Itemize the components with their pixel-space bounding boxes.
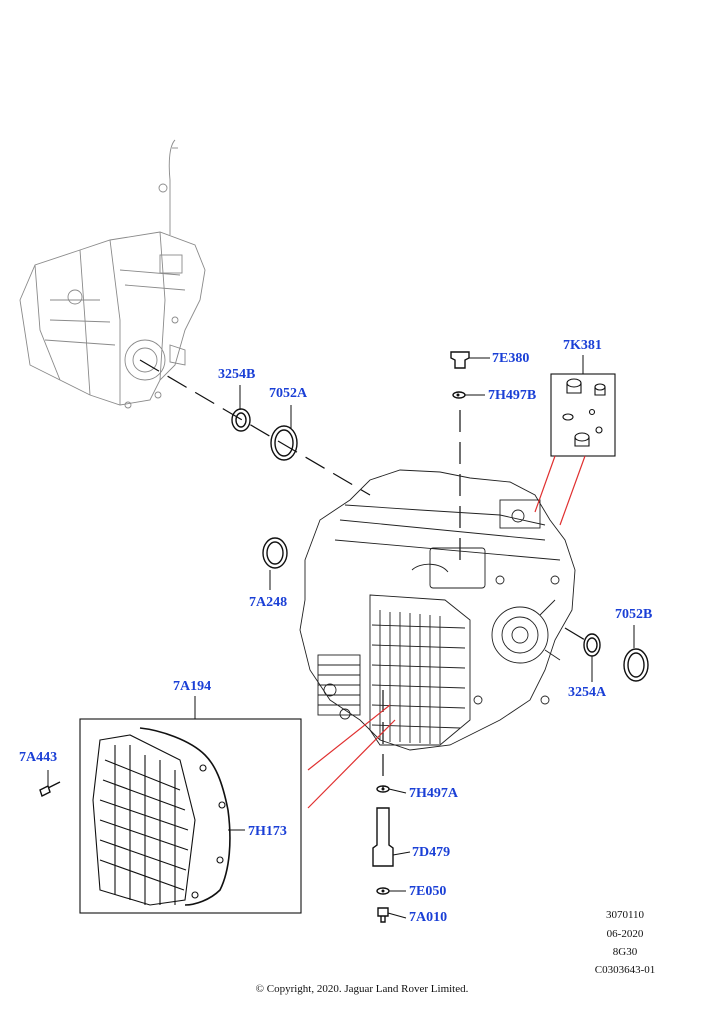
7D479-tube [372, 807, 394, 867]
meta-line-1: 3070110 [605, 909, 645, 921]
callout-7A443[interactable]: 7A443 [19, 750, 58, 765]
3254B-ring [231, 408, 251, 432]
7K381-kit-box [550, 373, 616, 457]
callout-7052B[interactable]: 7052B [615, 607, 653, 622]
vent-clip [381, 393, 460, 893]
callout-7K381[interactable]: 7K381 [563, 338, 602, 353]
callout-7H497A[interactable]: 7H497A [409, 786, 458, 801]
callout-7A010[interactable]: 7A010 [409, 910, 448, 925]
copyright-notice: © Copyright, 2020. Jaguar Land Rover Lim… [255, 983, 469, 995]
callout-7H173[interactable]: 7H173 [248, 824, 287, 839]
callout-7A248[interactable]: 7A248 [249, 595, 288, 610]
red-leaders [307, 455, 586, 809]
callout-3254A[interactable]: 3254A [568, 685, 607, 700]
7A194-pan-box [79, 718, 302, 914]
callout-7E050[interactable]: 7E050 [409, 884, 447, 899]
callout-7E380[interactable]: 7E380 [492, 351, 530, 366]
transfer-case-ghost [19, 139, 206, 409]
7A248-seal [262, 537, 288, 569]
7052A-seal [270, 425, 298, 461]
meta-line-3: 8G30 [612, 946, 638, 958]
callout-7A194[interactable]: 7A194 [173, 679, 212, 694]
callout-7052A[interactable]: 7052A [269, 386, 308, 401]
gearbox-assembly [299, 469, 576, 751]
callout-3254B[interactable]: 3254B [218, 367, 256, 382]
leader-lines [47, 355, 635, 919]
callout-7H497B[interactable]: 7H497B [488, 388, 537, 403]
7E380-plug [450, 351, 470, 369]
7052B-seal [623, 648, 649, 682]
callout-7D479[interactable]: 7D479 [412, 845, 451, 860]
seal-rings [39, 351, 649, 923]
centerlines [139, 359, 586, 790]
meta-line-4: C0303643-01 [594, 964, 656, 976]
meta-line-2: 06-2020 [606, 928, 644, 940]
